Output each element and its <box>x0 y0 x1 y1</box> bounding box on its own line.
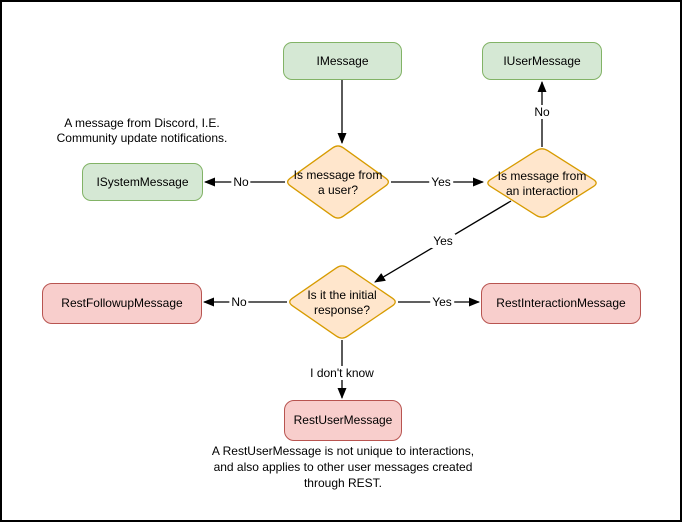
edge-label-initial-yes: Yes <box>430 295 454 309</box>
decision-from-interaction-shape[interactable] <box>487 148 597 218</box>
edge-label-user-no: No <box>231 175 251 189</box>
edge-label-interaction-no: No <box>532 105 552 119</box>
edge-label-interaction-yes: Yes <box>431 234 455 248</box>
edge-label-initial-no: No <box>229 295 249 309</box>
node-restfollowupmessage-label: RestFollowupMessage <box>61 296 183 310</box>
node-iusermessage[interactable]: IUserMessage <box>482 42 602 80</box>
node-iusermessage-label: IUserMessage <box>503 53 581 68</box>
edge-label-initial-idk: I don't know <box>308 366 376 380</box>
node-restusermessage-label: RestUserMessage <box>293 413 393 427</box>
decision-from-user-label: Is message from a user? <box>293 168 383 197</box>
node-imessage[interactable]: IMessage <box>283 42 402 80</box>
annotation-restusermessage-note: A RestUserMessage is not unique to inter… <box>211 444 475 490</box>
decision-initial-response-shape[interactable] <box>289 265 396 339</box>
decision-from-user-shape[interactable] <box>287 145 389 219</box>
decision-initial-response-label: Is it the initial response? <box>307 288 377 317</box>
annotation-systemmessage-note: A message from Discord, I.E. Community u… <box>56 116 228 145</box>
node-isystemmessage[interactable]: ISystemMessage <box>82 163 203 201</box>
node-restusermessage[interactable]: RestUserMessage <box>284 400 402 441</box>
node-restfollowupmessage[interactable]: RestFollowupMessage <box>42 283 202 324</box>
node-restinteractionmessage-label: RestInteractionMessage <box>496 296 626 310</box>
edge-label-user-yes: Yes <box>429 175 453 189</box>
decision-from-interaction-label: Is message from an interaction <box>497 169 587 198</box>
node-imessage-label: IMessage <box>316 53 369 68</box>
node-isystemmessage-label: ISystemMessage <box>96 174 189 189</box>
node-restinteractionmessage[interactable]: RestInteractionMessage <box>481 283 641 324</box>
